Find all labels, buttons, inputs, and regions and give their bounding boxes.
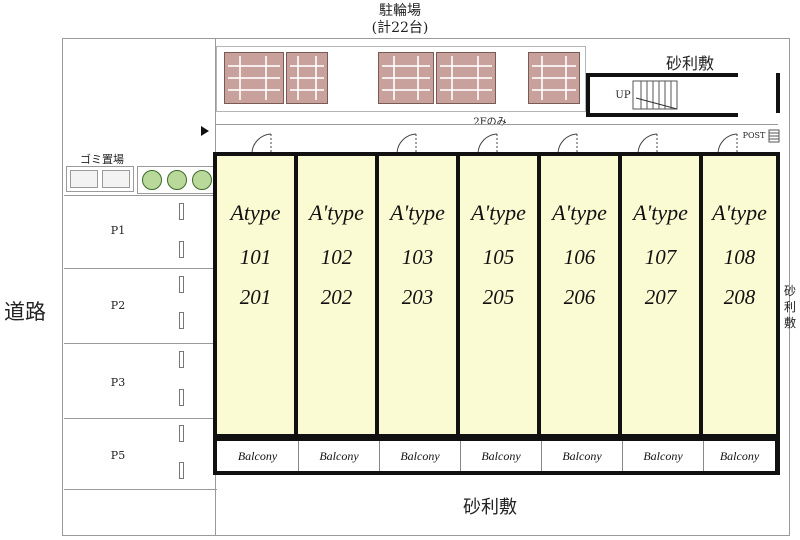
unit-type: Atype: [230, 200, 281, 225]
unit-107-207: A'type 107 207: [618, 152, 703, 438]
gravel-label-bottom: 砂利敷: [463, 497, 517, 518]
gravel-label-side: 砂 利 敷: [781, 283, 799, 331]
balcony-label: Balcony: [298, 441, 379, 471]
garbage-area-label: ゴミ置場: [80, 153, 124, 166]
bicycle-rack-area: [216, 46, 586, 112]
unit-type: A'type: [471, 200, 526, 225]
bicycle-rack: [436, 52, 496, 104]
door-swing-icon: [637, 133, 658, 154]
unit-number-2f: 208: [723, 285, 756, 309]
door-swing-icon: [557, 133, 578, 154]
stairs-wall-left: [586, 73, 590, 117]
bicycle-rack: [528, 52, 580, 104]
wheel-stop: [179, 241, 184, 258]
parking-label: P1: [110, 224, 126, 237]
unit-number-1f: 107: [644, 245, 677, 269]
parking-space: P5: [64, 418, 217, 490]
door-swing-icon: [396, 133, 417, 154]
stairs-wall-bottom: [586, 113, 738, 117]
balcony-label: Balcony: [379, 441, 460, 471]
gravel-label-top: 砂利敷: [665, 54, 714, 73]
parking-space: P1: [64, 195, 217, 268]
garbage-bin: [70, 170, 98, 188]
post-label: POST: [742, 131, 766, 140]
unit-number-1f: 105: [482, 245, 515, 269]
garbage-area: [66, 166, 134, 192]
stairs-wall-top: [586, 73, 738, 77]
wheel-stop: [179, 312, 184, 329]
unit-type: A'type: [390, 200, 445, 225]
wheel-stop: [179, 425, 184, 442]
tree-icon: [142, 170, 162, 190]
door-swing-icon: [477, 133, 498, 154]
unit-106-206: A'type 106 206: [537, 152, 622, 438]
wheel-stop: [179, 462, 184, 479]
unit-105-205: A'type 105 205: [456, 152, 541, 438]
wheel-stop: [179, 203, 184, 220]
gravel-side-char: 利: [783, 300, 796, 314]
balcony-label: Balcony: [541, 441, 622, 471]
gravel-side-char: 敷: [783, 316, 796, 330]
wheel-stop: [179, 389, 184, 406]
door-swing-icon: [251, 133, 272, 154]
unit-102-202: A'type 102 202: [294, 152, 379, 438]
unit-number-1f: 106: [563, 245, 596, 269]
unit-number-2f: 201: [239, 285, 272, 309]
bicycle-parking-title: 駐輪場: [379, 3, 421, 19]
wheel-stop: [179, 276, 184, 293]
wheel-stop: [179, 351, 184, 368]
stairs-wall-right: [776, 73, 780, 113]
bicycle-parking-count: (計22台): [371, 20, 429, 36]
parking-label: P5: [110, 449, 126, 462]
unit-number-1f: 108: [723, 245, 756, 269]
unit-number-2f: 207: [644, 285, 677, 309]
unit-number-1f: 102: [320, 245, 353, 269]
tree-icon: [192, 170, 212, 190]
unit-103-203: A'type 103 203: [375, 152, 460, 438]
site-boundary: [62, 38, 790, 536]
bicycle-rack: [378, 52, 434, 104]
unit-101-201: Atype 101 201: [213, 152, 298, 438]
door-swing-icon: [717, 133, 738, 154]
stairs-up-label: UP: [615, 90, 631, 101]
unit-type: A'type: [552, 200, 607, 225]
tree-icon: [167, 170, 187, 190]
bicycle-rack: [224, 52, 284, 104]
corridor-edge: [216, 124, 778, 125]
balcony-label: Balcony: [703, 441, 775, 471]
balcony-label: Balcony: [237, 449, 278, 463]
balcony-label: Balcony: [460, 441, 541, 471]
parking-label: P3: [110, 376, 126, 389]
post-box-icon: [768, 129, 780, 143]
unit-number-2f: 206: [563, 285, 596, 309]
road-label: 道路: [4, 300, 46, 324]
balcony-strip: [213, 437, 780, 475]
unit-number-2f: 203: [401, 285, 434, 309]
gravel-side-char: 砂: [783, 284, 796, 298]
arrow-icon: [201, 126, 209, 136]
unit-number-2f: 205: [482, 285, 515, 309]
second-floor-note: 2Fのみ: [473, 117, 507, 128]
balcony-label: Balcony: [622, 441, 703, 471]
parking-label: P2: [110, 299, 126, 312]
garbage-bin: [102, 170, 130, 188]
bicycle-rack: [286, 52, 328, 104]
unit-number-1f: 101: [239, 245, 272, 269]
parking-space: P2: [64, 268, 217, 343]
stairs-icon: [632, 80, 678, 110]
parking-space: P3: [64, 343, 217, 418]
unit-number-1f: 103: [401, 245, 434, 269]
unit-108-208: A'type 108 208: [699, 152, 780, 438]
unit-type: A'type: [633, 200, 688, 225]
unit-type: A'type: [712, 200, 767, 225]
unit-number-2f: 202: [320, 285, 353, 309]
unit-type: A'type: [309, 200, 364, 225]
